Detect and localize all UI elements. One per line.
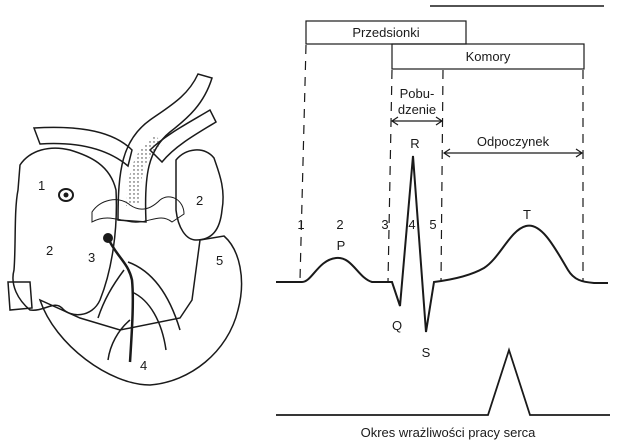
wave-label-t: T [523, 207, 531, 222]
phase-label-2: 2 [336, 217, 343, 232]
rest-bracket [444, 149, 582, 157]
phase-label-5: 5 [429, 217, 436, 232]
heart-label-1: 1 [38, 178, 45, 193]
heart-label-2-right: 2 [196, 193, 203, 208]
inferior-vena-cava [8, 282, 32, 310]
divider-3 [441, 70, 443, 282]
rest-label: Odpoczynek [477, 134, 550, 149]
wave-label-q: Q [392, 318, 402, 333]
excitation-label-line1: Pobu- [400, 86, 435, 101]
brackets: Pobu- dzenie Odpoczynek [392, 86, 582, 157]
excitation-bracket [392, 117, 442, 125]
heart-illustration: 1 2 3 2 5 4 [8, 74, 242, 385]
atria-bar-label: Przedsionki [352, 25, 419, 40]
aorta-dotted-core [126, 135, 162, 206]
sinoatrial-node-core [64, 193, 69, 198]
divider-2 [388, 70, 392, 282]
phase-label-3: 3 [381, 217, 388, 232]
vena-cava-vessel [34, 127, 132, 166]
vulnerability-trace: Okres wrażliwości pracy serca [276, 350, 610, 440]
phase-label-4: 4 [408, 217, 415, 232]
wave-label-p: P [337, 238, 346, 253]
ventricles-bar-label: Komory [466, 49, 511, 64]
phase-label-1: 1 [297, 217, 304, 232]
caption: Okres wrażliwości pracy serca [361, 425, 537, 440]
wave-label-r: R [410, 136, 419, 151]
heart-label-2-left: 2 [46, 243, 53, 258]
divider-1 [300, 45, 306, 280]
timeline: Przedsionki Komory [306, 6, 604, 69]
purkinje-fibers [98, 262, 180, 360]
excitation-label-line2: dzenie [398, 102, 436, 117]
heart-label-5: 5 [216, 253, 223, 268]
heart-label-4: 4 [140, 358, 147, 373]
right-atrium-wall [13, 148, 116, 315]
vulnerability-waveform [276, 350, 610, 415]
wave-label-s: S [422, 345, 431, 360]
phase-numbers: 1 2 3 4 5 [297, 217, 436, 232]
heart-label-3: 3 [88, 250, 95, 265]
